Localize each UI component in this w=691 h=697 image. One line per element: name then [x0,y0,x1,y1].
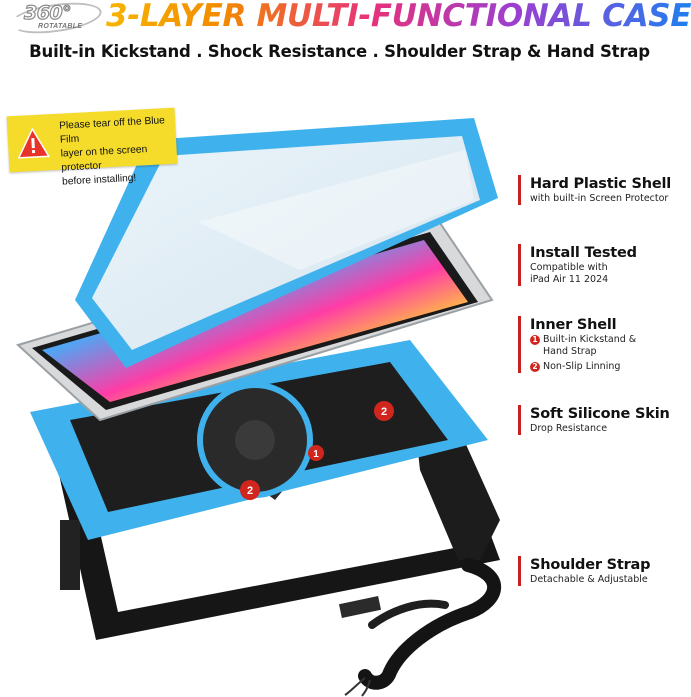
number-badge-2: 2 [530,362,540,372]
shoulder-strap [344,558,502,697]
feature-hard-plastic-shell: Hard Plastic Shell with built-in Screen … [518,175,671,205]
marker-1 [308,445,324,461]
tablet-device [16,218,494,422]
feature-item-2: 2 Non-Slip Linning [530,361,636,373]
warning-note: Please tear off the Blue Film layer on t… [6,107,178,188]
badge-number: 360° [23,1,72,24]
item-1-line-2: Hand Strap [543,346,597,357]
warning-text: Please tear off the Blue Film layer on t… [59,114,177,190]
feature-title: Soft Silicone Skin [530,406,670,422]
feature-desc-line-1: Compatible with [530,262,608,273]
marker-2-lower [240,480,260,500]
page-subtitle: Built-in Kickstand . Shock Resistance . … [29,42,650,61]
marker-1-label: 1 [313,449,319,460]
feature-install-tested: Install Tested Compatible with iPad Air … [518,244,637,286]
warning-icon [17,127,51,159]
feature-title: Install Tested [530,245,637,261]
feature-title: Inner Shell [530,317,617,333]
feature-desc: Detachable & Adjustable [530,574,648,585]
feature-title: Shoulder Strap [530,557,651,573]
badge-label: ROTATABLE [38,23,83,30]
feature-inner-shell: Inner Shell 1 Built-in Kickstand &Hand S… [518,316,636,373]
item-2-text: Non-Slip Linning [543,361,621,372]
inner-shell-layer: 2 2 1 [30,340,488,540]
rotatable-badge: 360° ROTATABLE [8,0,104,39]
number-badge-1: 1 [530,335,540,345]
feature-soft-silicone-skin: Soft Silicone Skin Drop Resistance [518,405,670,435]
feature-desc: with built-in Screen Protector [530,193,669,204]
feature-item-1: 1 Built-in Kickstand &Hand Strap [530,334,636,358]
item-1-line-1: Built-in Kickstand & [543,334,637,345]
hard-plastic-shell-layer [75,118,498,368]
page-title: 3-LAYER MULTI-FUNCTIONAL CASE [106,0,691,34]
feature-desc: Drop Resistance [530,423,608,434]
marker-2-upper-label: 2 [381,406,387,418]
marker-2-upper [374,401,394,421]
feature-desc-line-2: iPad Air 11 2024 [530,274,609,285]
feature-title: Hard Plastic Shell [530,176,671,192]
feature-shoulder-strap: Shoulder Strap Detachable & Adjustable [518,556,651,586]
marker-2-lower-label: 2 [247,485,253,497]
